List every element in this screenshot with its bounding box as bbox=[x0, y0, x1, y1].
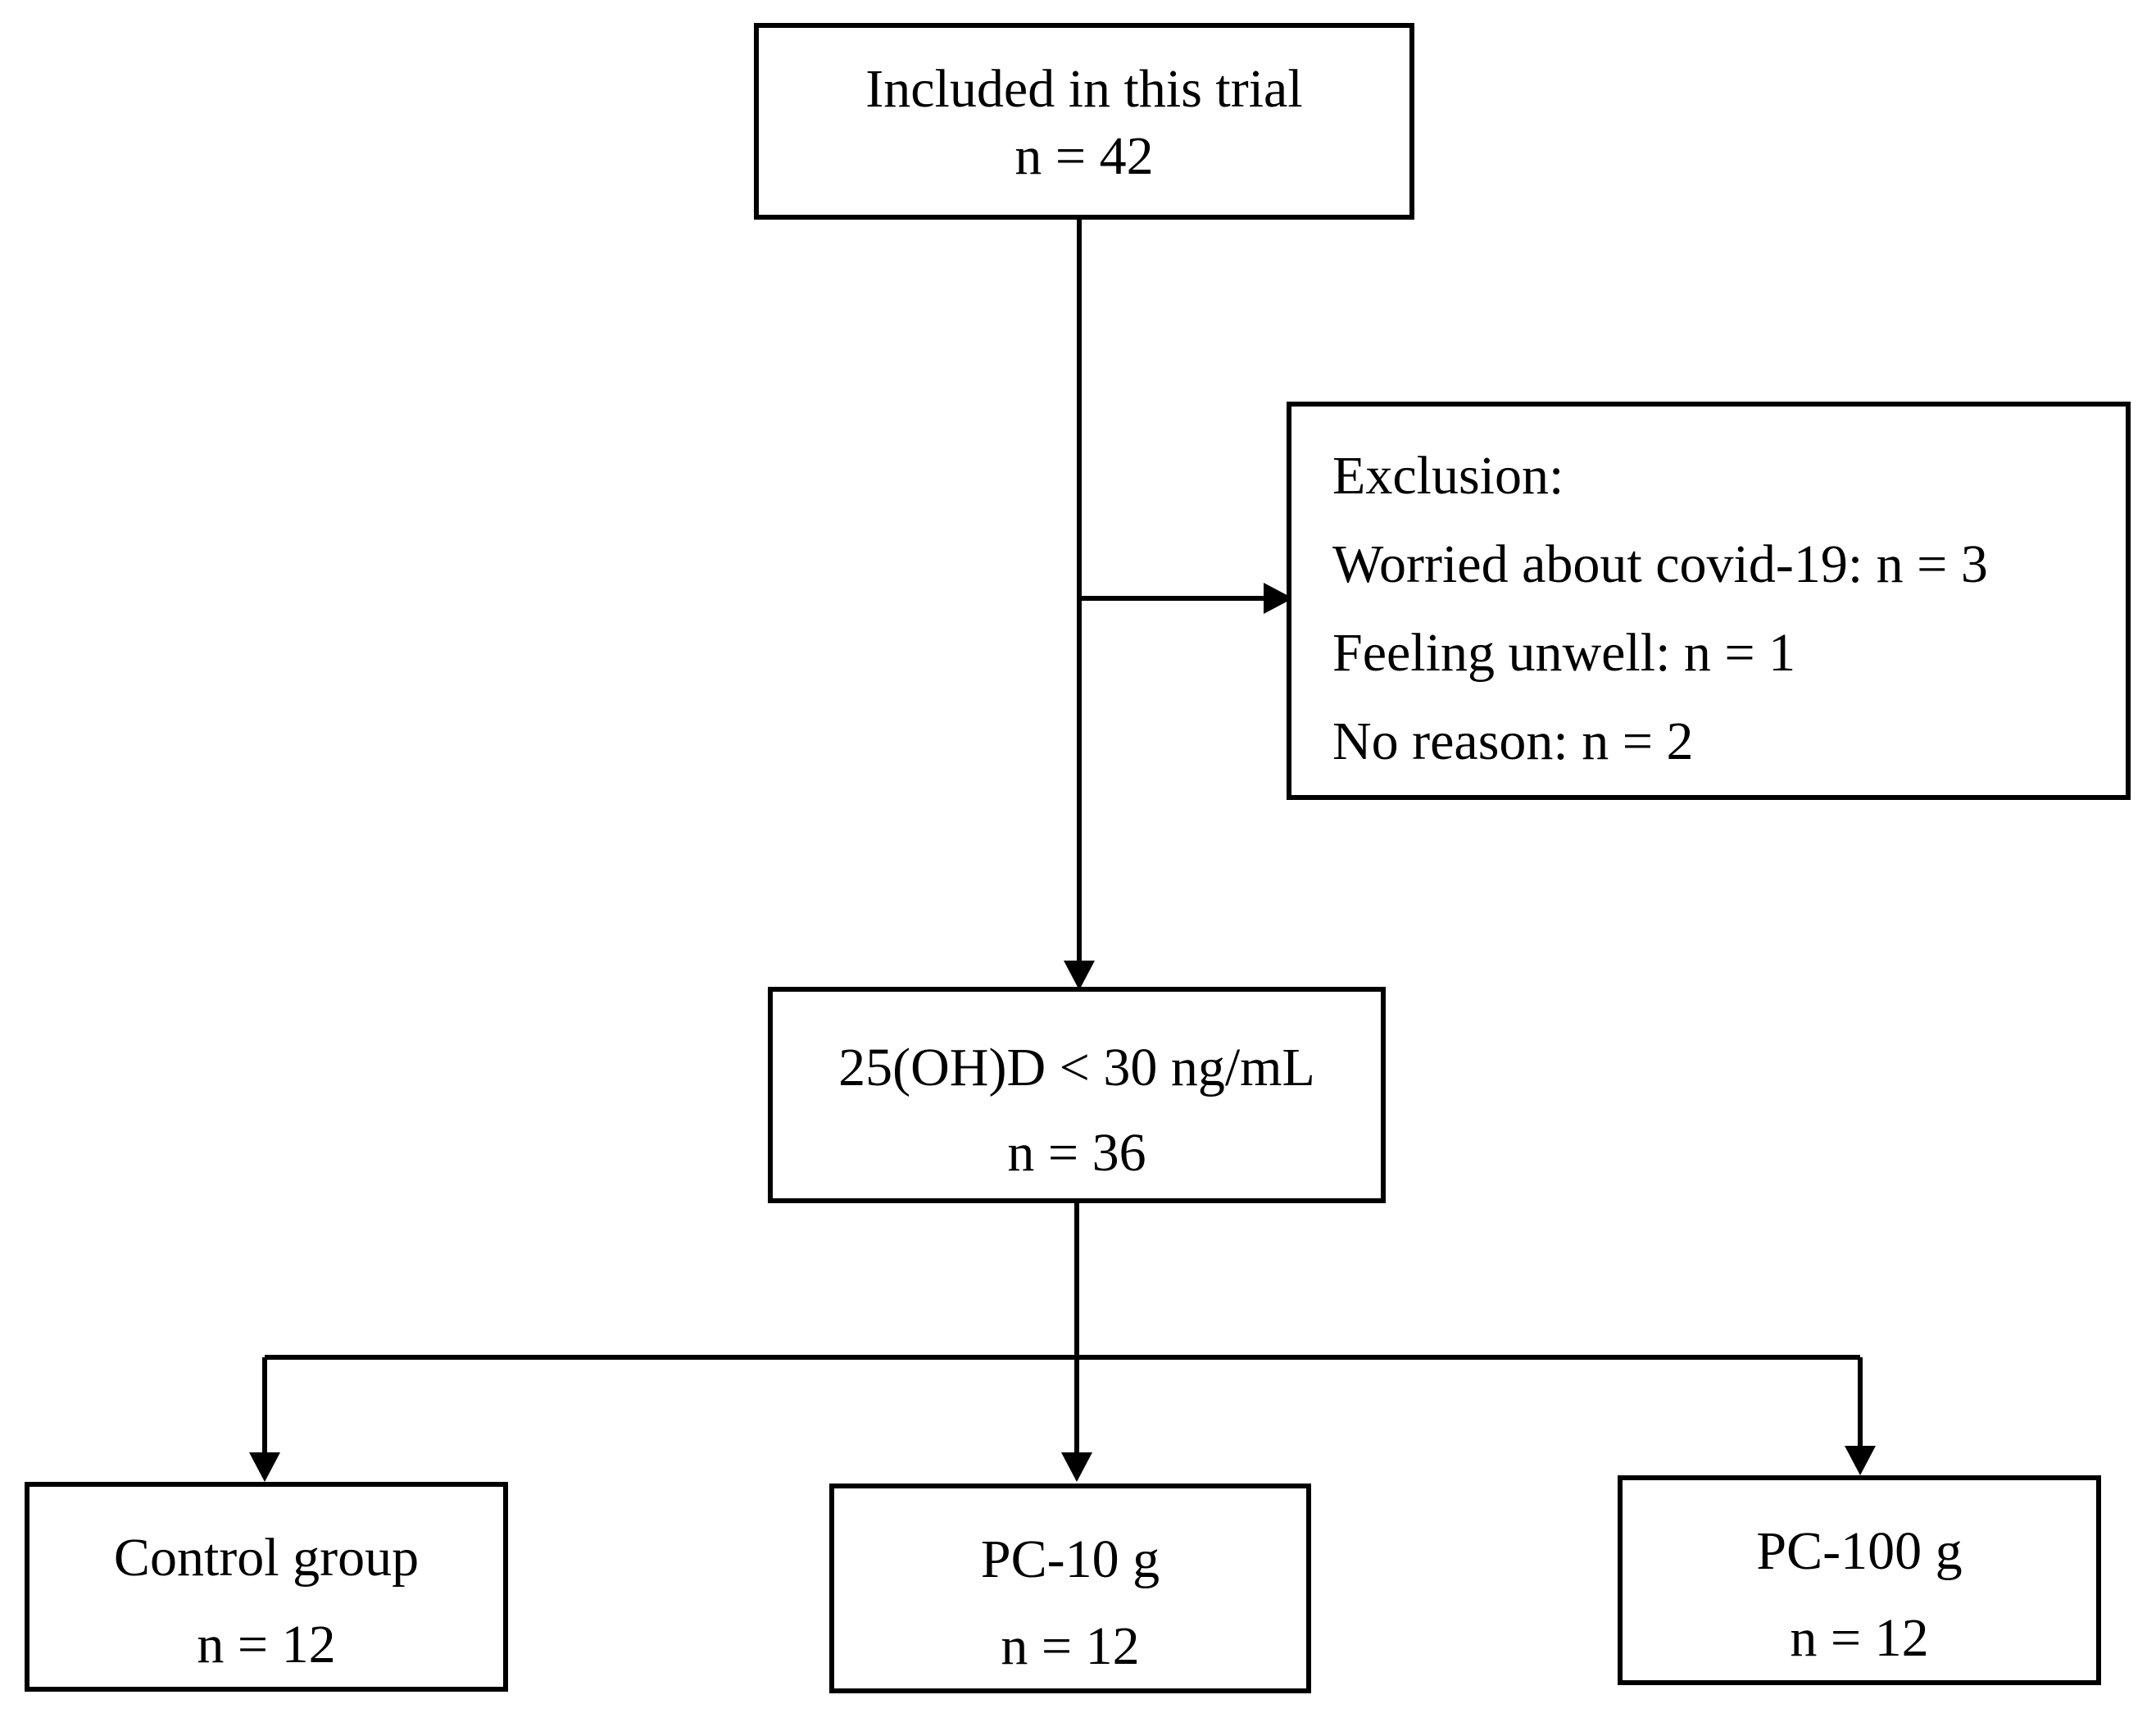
deficient-box: 25(OH)D < 30 ng/mL n = 36 bbox=[768, 987, 1386, 1203]
arrow-to-pc100 bbox=[1845, 1446, 1876, 1475]
group-box-pc10: PC-10 g n = 12 bbox=[829, 1484, 1311, 1693]
arrow-to-control bbox=[249, 1452, 280, 1482]
exclusion-heading: Exclusion: bbox=[1332, 446, 1564, 506]
exclusion-reason-none: No reason: n = 2 bbox=[1332, 711, 1694, 771]
group-count-pc10: n = 12 bbox=[1001, 1616, 1140, 1676]
included-box: Included in this trial n = 42 bbox=[754, 23, 1414, 220]
group-box-pc100: PC-100 g n = 12 bbox=[1618, 1475, 2101, 1685]
group-title-pc10: PC-10 g bbox=[980, 1529, 1160, 1589]
arrow-to-deficient bbox=[1064, 961, 1095, 990]
included-count: n = 42 bbox=[1014, 126, 1154, 186]
group-count-pc100: n = 12 bbox=[1790, 1608, 1929, 1668]
arrow-to-pc10 bbox=[1061, 1452, 1092, 1482]
included-title: Included in this trial bbox=[865, 59, 1303, 119]
group-title-pc100: PC-100 g bbox=[1756, 1521, 1963, 1581]
exclusion-box: Exclusion: Worried about covid-19: n = 3… bbox=[1287, 402, 2131, 800]
deficient-count: n = 36 bbox=[1007, 1123, 1146, 1183]
group-box-control: Control group n = 12 bbox=[25, 1482, 508, 1692]
deficient-title: 25(OH)D < 30 ng/mL bbox=[838, 1038, 1315, 1097]
group-count-control: n = 12 bbox=[197, 1615, 336, 1674]
group-title-control: Control group bbox=[113, 1528, 420, 1588]
arrow-to-exclusion bbox=[1264, 583, 1293, 614]
exclusion-reason-covid: Worried about covid-19: n = 3 bbox=[1332, 534, 1988, 594]
exclusion-reason-unwell: Feeling unwell: n = 1 bbox=[1332, 623, 1796, 683]
